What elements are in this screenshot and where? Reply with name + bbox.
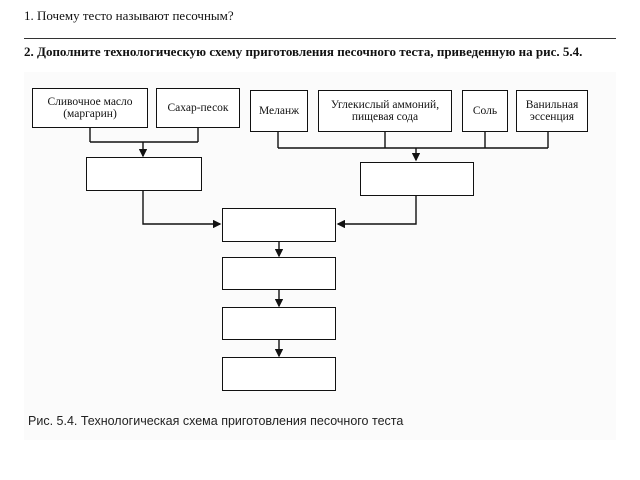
- answer-line: [24, 38, 616, 39]
- blank-step-4: [222, 307, 336, 340]
- ingredient-butter-line1: Сливочное масло: [47, 96, 133, 108]
- blank-step-left: [86, 157, 202, 191]
- blank-step-5: [222, 357, 336, 391]
- blank-step-right: [360, 162, 474, 196]
- ingredient-butter-line2: (маргарин): [63, 108, 117, 120]
- ingredient-vanilla-line1: Ванильная: [525, 99, 579, 111]
- figure-caption: Рис. 5.4. Технологическая схема приготов…: [28, 414, 404, 428]
- ingredient-salt-label: Соль: [472, 105, 498, 117]
- ingredient-sugar-label: Сахар-песок: [167, 102, 229, 114]
- ingredient-ammonium-line1: Углекислый аммоний,: [330, 99, 440, 111]
- ingredient-vanilla-line2: эссенция: [529, 111, 575, 123]
- ingredient-butter: Сливочное масло (маргарин): [32, 88, 148, 128]
- ingredient-ammonium-line2: пищевая сода: [351, 111, 419, 123]
- blank-step-merge: [222, 208, 336, 242]
- ingredient-vanilla: Ванильная эссенция: [516, 90, 588, 132]
- blank-step-3: [222, 257, 336, 290]
- question-1: 1. Почему тесто называют песочным?: [24, 8, 234, 23]
- ingredient-melange-label: Меланж: [258, 105, 300, 117]
- ingredient-salt: Соль: [462, 90, 508, 132]
- ingredient-melange: Меланж: [250, 90, 308, 132]
- ingredient-sugar: Сахар-песок: [156, 88, 240, 128]
- ingredient-ammonium: Углекислый аммоний, пищевая сода: [318, 90, 452, 132]
- question-2: 2. Дополните технологическую схему приго…: [24, 44, 583, 59]
